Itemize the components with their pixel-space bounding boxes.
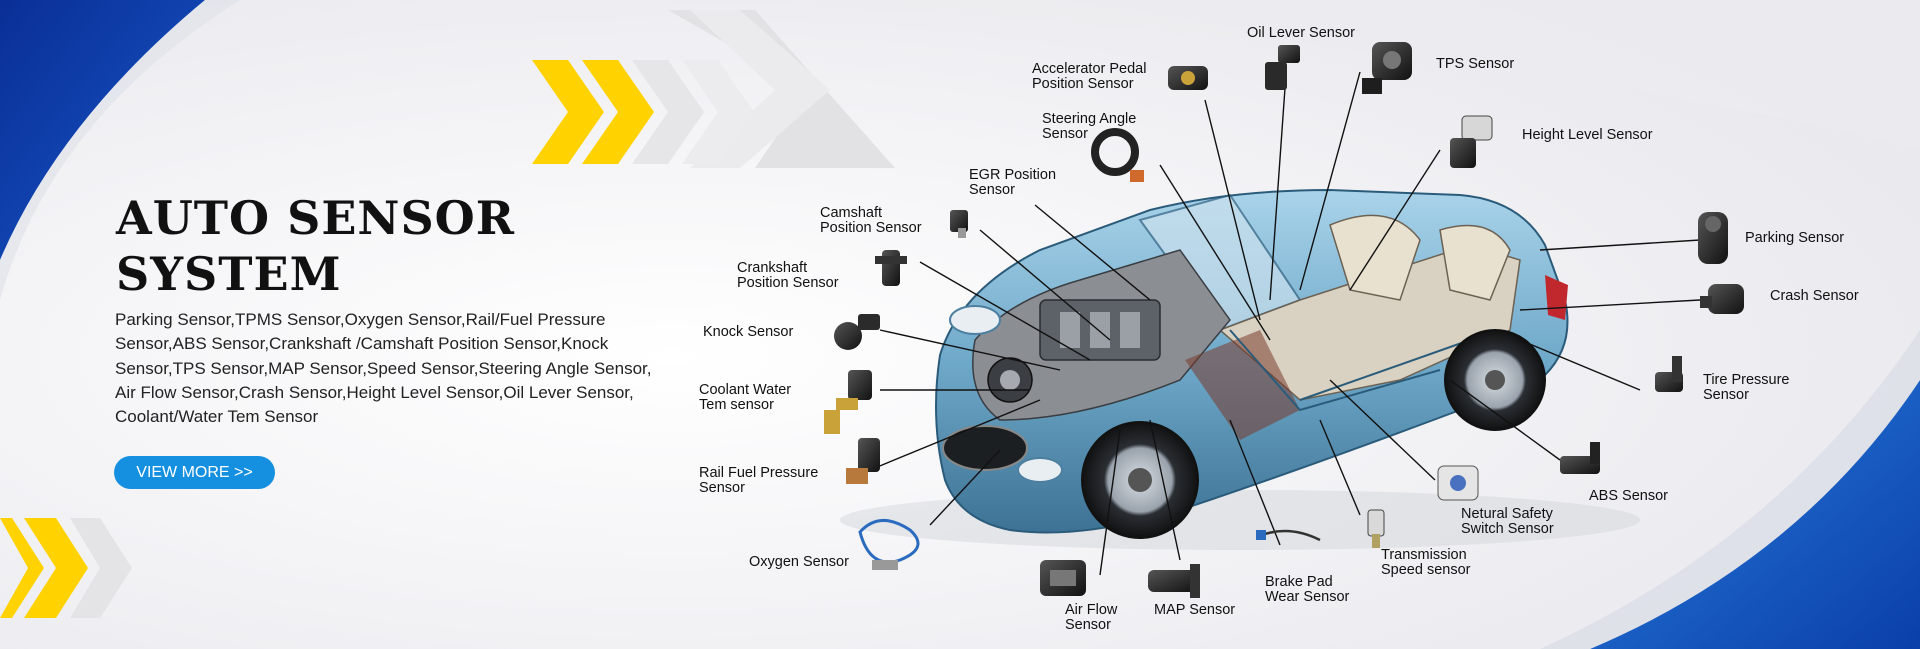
oil-lever-sensor-icon (1265, 45, 1300, 90)
steering-angle-sensor-icon (1091, 128, 1144, 182)
label-accelerator-pedal-sensor: Accelerator Pedal Position Sensor (1032, 61, 1147, 92)
crash-sensor-icon (1700, 284, 1744, 314)
label-parking-sensor: Parking Sensor (1745, 230, 1845, 246)
label-crankshaft-position-sensor: Crankshaft Position Sensor (737, 260, 839, 291)
coolant-sensor-icon (824, 370, 872, 434)
label-map-sensor: MAP Sensor (1154, 602, 1236, 618)
label-height-level-sensor: Height Level Sensor (1522, 127, 1653, 143)
label-tps-sensor: TPS Sensor (1436, 56, 1515, 72)
label-transmission-speed-sensor: Transmission Speed sensor (1381, 547, 1471, 578)
label-brake-pad-wear-sensor: Brake Pad Wear Sensor (1265, 574, 1350, 605)
tire-pressure-sensor-icon (1655, 356, 1683, 392)
yellow-chevron-3 (0, 518, 44, 618)
label-abs-sensor: ABS Sensor (1589, 488, 1668, 504)
label-crash-sensor: Crash Sensor (1770, 288, 1859, 304)
transmission-speed-sensor-icon (1367, 509, 1385, 548)
title-line-2: SYSTEM (116, 247, 342, 301)
neutral-safety-switch-icon (1437, 465, 1479, 501)
label-knock-sensor: Knock Sensor (703, 324, 794, 340)
brake-pad-sensor-icon (1256, 529, 1321, 542)
view-more-button[interactable]: VIEW MORE >> (114, 456, 275, 489)
egr-position-sensor-icon (950, 210, 968, 238)
leader-lines (869, 71, 1701, 576)
label-egr-position-sensor: EGR Position Sensor (969, 167, 1057, 198)
yellow-chevron-2 (582, 60, 654, 164)
air-flow-sensor-icon (1040, 560, 1086, 596)
rail-fuel-pressure-sensor-icon (846, 438, 880, 484)
oxygen-sensor-icon (858, 519, 920, 570)
grey-chevron-large-2 (690, 10, 830, 168)
grey-chevron-large-1 (668, 10, 895, 168)
grey-chevron-1 (632, 60, 704, 164)
label-rail-fuel-pressure-sensor: Rail Fuel Pressure Sensor (699, 465, 819, 496)
abs-sensor-icon (1560, 442, 1600, 474)
label-steering-angle-sensor: Steering Angle Sensor (1042, 111, 1137, 142)
car-illustration (935, 188, 1569, 539)
title-line-1: AUTO SENSOR (116, 191, 515, 245)
label-tire-pressure-sensor: Tire Pressure Sensor (1703, 372, 1790, 403)
parking-sensor-icon (1698, 212, 1728, 264)
camshaft-sensor-icon (875, 250, 907, 286)
label-coolant-water-sensor: Coolant Water Tem sensor (699, 382, 792, 413)
accelerator-pedal-sensor-icon (1168, 66, 1208, 90)
label-oil-lever-sensor: Oil Lever Sensor (1247, 25, 1355, 41)
map-sensor-icon (1148, 564, 1200, 598)
knock-sensor-icon (834, 314, 880, 350)
label-oxygen-sensor: Oxygen Sensor (749, 554, 849, 570)
yellow-chevron-1 (532, 60, 604, 164)
hero-description: Parking Sensor,TPMS Sensor,Oxygen Sensor… (115, 310, 652, 427)
page-title: AUTO SENSOR SYSTEM (116, 190, 515, 302)
grey-chevron-3 (70, 518, 132, 618)
label-air-flow-sensor: Air Flow Sensor (1065, 602, 1118, 633)
label-neutral-safety-switch-sensor: Netural Safety Switch Sensor (1461, 506, 1554, 537)
label-camshaft-position-sensor: Camshaft Position Sensor (820, 205, 922, 236)
tps-sensor-icon (1362, 42, 1412, 94)
grey-chevron-2 (682, 60, 754, 164)
yellow-chevron-4 (24, 518, 88, 618)
height-level-sensor-icon (1450, 115, 1493, 168)
